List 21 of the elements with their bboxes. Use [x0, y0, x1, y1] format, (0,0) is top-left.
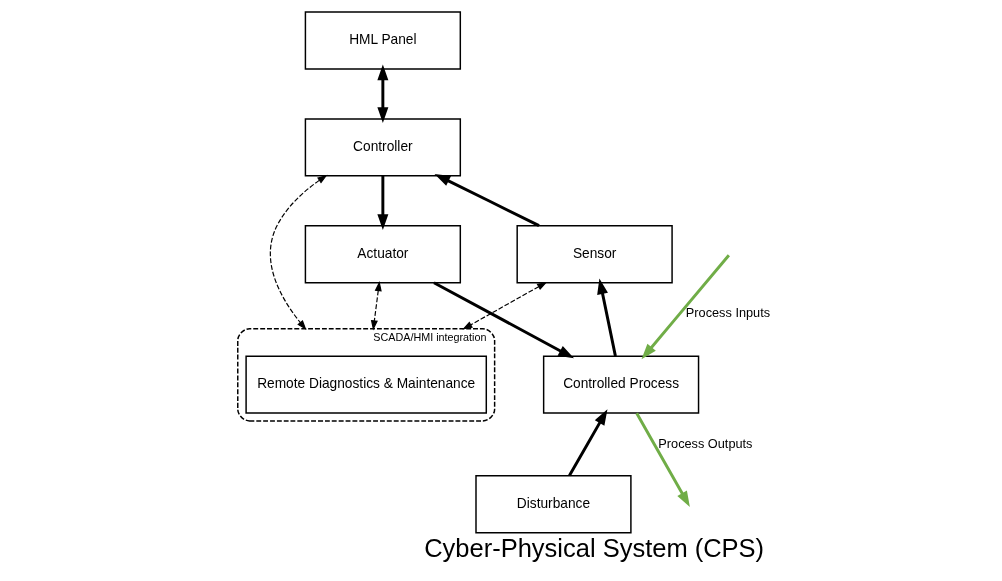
node-box: Controller — [304, 118, 462, 177]
arrow — [269, 174, 328, 331]
arrow — [568, 409, 608, 477]
node-box: Remote Diagnostics & Maintenance — [245, 355, 488, 414]
node-box: Sensor — [516, 225, 673, 284]
arrow — [433, 281, 574, 359]
arrow — [597, 278, 617, 357]
arrow — [462, 281, 548, 330]
node-box: HML Panel — [304, 11, 462, 70]
diagram-title: Cyber-Physical System (CPS) — [424, 533, 765, 562]
node-box: Disturbance — [475, 475, 632, 534]
arrow — [641, 254, 730, 360]
arrow — [370, 280, 382, 331]
node-box: Controlled Process — [542, 355, 700, 414]
arrow — [377, 64, 389, 124]
arrow — [635, 412, 690, 507]
edge-label: Process Outputs — [658, 435, 753, 451]
edge-label: Process Inputs — [685, 305, 771, 321]
node-box: Actuator — [304, 225, 462, 284]
arrow — [377, 175, 389, 230]
arrow — [434, 173, 540, 227]
